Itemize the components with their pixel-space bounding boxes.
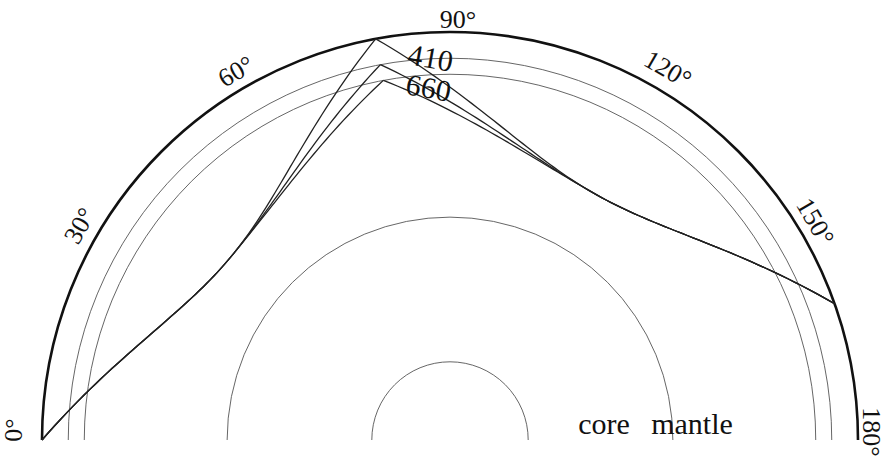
angle-label: 180° — [858, 407, 884, 456]
angle-label: 90° — [440, 7, 476, 33]
depth-label: 660 — [403, 69, 453, 106]
ray-leg — [42, 80, 383, 440]
ray-paths — [42, 39, 835, 440]
angle-label: 120° — [640, 46, 696, 93]
angle-label: 60° — [214, 52, 259, 93]
inner-core-boundary — [372, 362, 528, 440]
discontinuity-410 — [68, 58, 831, 440]
earth-surface — [42, 32, 858, 440]
ray-leg — [42, 65, 380, 440]
ray-leg — [383, 80, 834, 303]
angle-label: 150° — [791, 194, 838, 250]
ray-leg — [42, 39, 376, 440]
region-label: mantle — [651, 409, 733, 439]
core-mantle-boundary — [227, 217, 673, 440]
angle-label: 0° — [1, 418, 27, 441]
ray-leg — [376, 39, 835, 304]
region-label: core — [578, 409, 630, 439]
ray-leg — [380, 65, 834, 304]
discontinuity-660 — [84, 74, 815, 440]
